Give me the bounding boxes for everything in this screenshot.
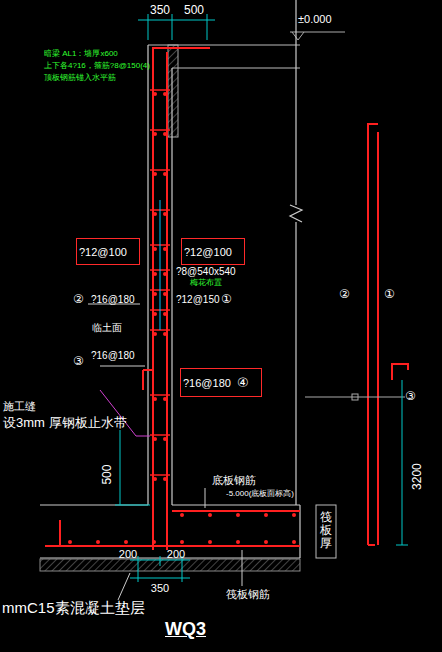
rebar-dot [236,513,240,517]
rebar-dot [153,437,157,441]
callout-box: ?12@100 [76,238,140,265]
tie-bar [150,474,170,476]
rebar-dot [153,312,157,316]
rebar-dot [163,92,167,96]
rebar-dot [153,172,157,176]
bar-detail [368,124,408,545]
label: ① [384,288,395,301]
raft-thickness-mark [316,505,336,558]
rebar-dot [292,513,296,517]
label: 350 [150,4,170,17]
label: 500 [101,465,114,485]
rebar-dot [163,132,167,136]
label: 临土面 [92,322,122,333]
label: ③ [73,355,84,368]
rebar-dot [153,292,157,296]
rebar-dot [163,332,167,336]
leader-line [88,304,242,600]
rebar-dot [153,212,157,216]
tie-bars [150,90,170,475]
rebar-dot [68,540,72,544]
rebar-dot [153,132,157,136]
rebar-dot [153,247,157,251]
label: 350 [151,582,169,594]
label: 暗梁 AL1：墙厚x600 [44,50,118,59]
tie-bar [150,129,170,131]
label: ② [339,288,350,301]
rebar-dot [153,332,157,336]
elevation-mark [290,32,345,40]
tie-bar [150,169,170,171]
label: 筏板厚 [320,511,332,551]
rebar-dot [163,312,167,316]
label: ±0.000 [298,13,332,25]
rebar-dot [208,540,212,544]
label: 3200 [411,463,424,490]
rebar-dot [153,397,157,401]
label: 顶板钢筋锚入水平筋 [44,74,116,83]
label: ?8@540x540 [176,266,236,277]
label: ① [221,293,232,306]
rebar-dot [236,540,240,544]
rebar [45,48,300,550]
rebar-dot [163,172,167,176]
label: ?12@150 [176,294,220,305]
label: 上下各4?16，箍筋?8@150(4) [44,62,150,71]
rebar-dot [163,292,167,296]
cushion-layer [40,559,300,571]
label: 200 [119,548,137,560]
callout-box: ?12@100 [181,238,245,265]
label: 底板钢筋 [212,474,256,486]
rebar-dot [208,513,212,517]
rebar-dot [163,247,167,251]
length-dimension [396,380,408,545]
wall-outline [148,0,302,505]
label: 施工缝 [3,400,36,412]
tie-bar [150,394,170,396]
rebar-dot [153,92,157,96]
label: ② [73,293,84,306]
label: ?16@180 [91,294,135,305]
tie-bar [150,89,170,91]
rebar-dot [264,513,268,517]
rebar-dot [180,540,184,544]
section-line [305,394,405,400]
rebar-dot [163,212,167,216]
rebar-dot [96,540,100,544]
center-line [160,200,161,330]
top-dimension [138,14,215,40]
label: 筏板钢筋 [226,588,270,600]
rebar-dots [68,92,296,544]
rebar-dot [163,437,167,441]
rebar-dot [292,540,296,544]
rebar-spec: ?12@100 [184,246,232,258]
callout-number: ④ [237,376,249,390]
label: 200 [167,548,185,560]
rebar-dot [124,540,128,544]
rebar-dot [153,477,157,481]
rebar-dot [163,272,167,276]
drawing-title: WQ3 [165,620,206,640]
rebar-dot [264,540,268,544]
label: 设3mm 厚钢板止水带 [3,416,127,430]
label: ?16@180 [91,350,135,361]
rebar-dot [152,540,156,544]
rebar-spec: ?12@100 [79,246,127,258]
dark-beam [168,45,178,137]
callout-box: ?16@180 ④ [180,368,262,397]
tie-bar [150,434,170,436]
label: 梅花布置 [190,279,222,288]
label: ③ [405,390,416,403]
rebar-spec: ?16@180 [183,377,231,389]
rebar-dot [163,477,167,481]
rebar-dot [180,513,184,517]
rebar-dot [163,397,167,401]
label: 500 [184,4,204,17]
label: mmC15素混凝土垫层 [2,600,145,617]
rebar-dot [153,272,157,276]
bottom-dimension [115,430,190,582]
label: -5.000(底板面标高) [226,490,294,499]
